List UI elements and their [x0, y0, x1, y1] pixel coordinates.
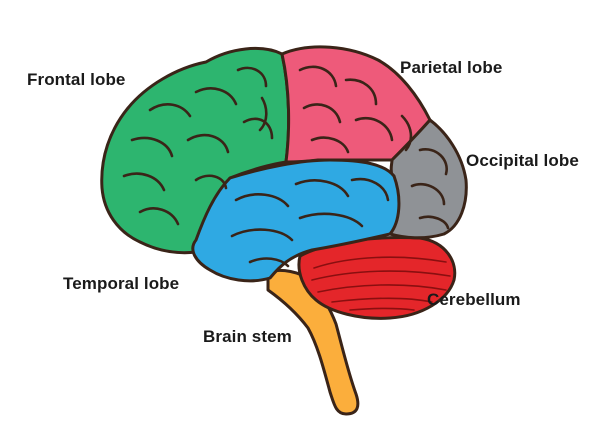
temporal-lobe-label: Temporal lobe: [63, 274, 180, 293]
frontal-lobe-region: [100, 46, 291, 255]
brain-stem-label: Brain stem: [203, 327, 292, 346]
frontal-lobe-label: Frontal lobe: [27, 70, 126, 89]
cerebellum-folia: [311, 256, 451, 311]
occipital-lobe-label: Occipital lobe: [466, 151, 579, 170]
cerebellum-label: Cerebellum: [427, 290, 521, 309]
parietal-lobe-label: Parietal lobe: [400, 58, 503, 77]
temporal-lobe-region: [191, 158, 401, 283]
brain-gyri-folds: [122, 65, 450, 268]
